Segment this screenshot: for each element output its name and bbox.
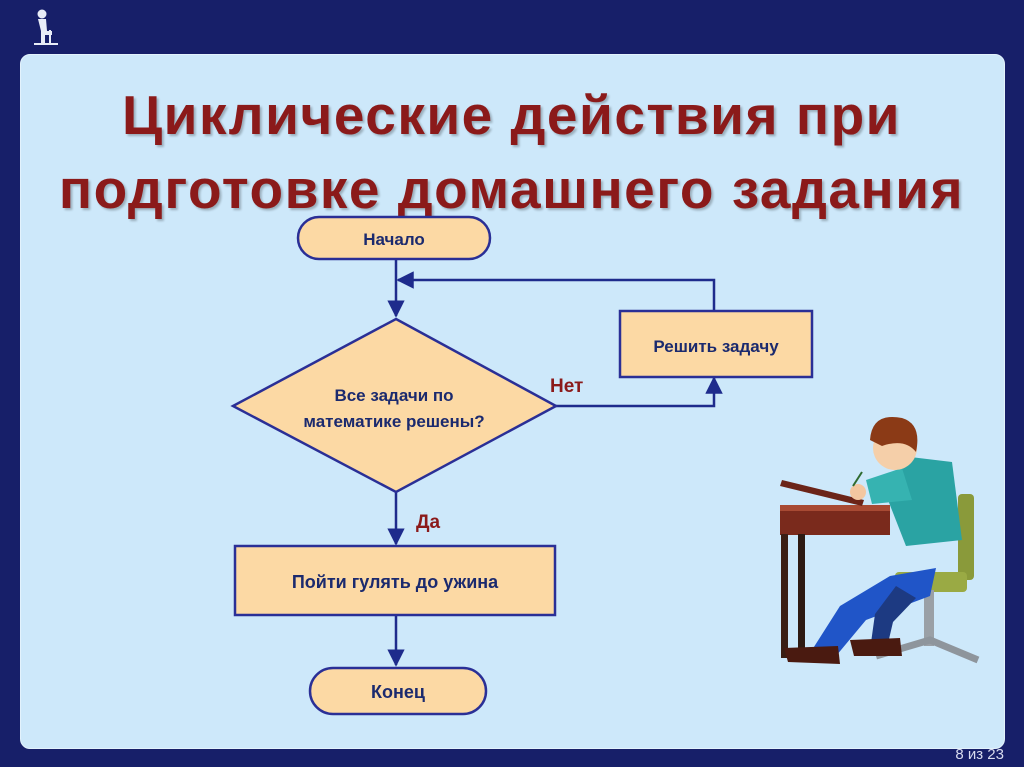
loop-action-node: Решить задачу: [618, 309, 814, 379]
condition-label-line-2: математике решены?: [303, 412, 484, 431]
condition-label-line-1: Все задачи по: [334, 386, 453, 405]
title-line-2: подготовке домашнего задания: [58, 158, 965, 220]
page-number: 8 из 23: [955, 746, 1004, 763]
decision-node: Все задачи по математике решены?: [230, 317, 559, 494]
slide-title: Циклические действия при подготовке дома…: [20, 78, 1003, 226]
connector-loop-return: [396, 271, 716, 310]
start-label: Начало: [363, 230, 425, 249]
connector-no-branch: [556, 376, 723, 408]
end-label: Конец: [371, 682, 425, 702]
exit-action-node: Пойти гулять до ужина: [233, 544, 557, 617]
sitting-person-icon: [34, 9, 58, 45]
exit-action-label: Пойти гулять до ужина: [292, 572, 499, 592]
student-at-desk-icon: [780, 416, 980, 664]
yes-branch-label: Да: [416, 512, 441, 533]
connectors: [387, 260, 723, 667]
end-node: Конец: [308, 666, 488, 716]
loop-action-label: Решить задачу: [653, 337, 779, 356]
title-line-1: Циклические действия при: [122, 84, 901, 146]
no-branch-label: Нет: [550, 376, 583, 397]
start-node: Начало: [296, 215, 492, 261]
